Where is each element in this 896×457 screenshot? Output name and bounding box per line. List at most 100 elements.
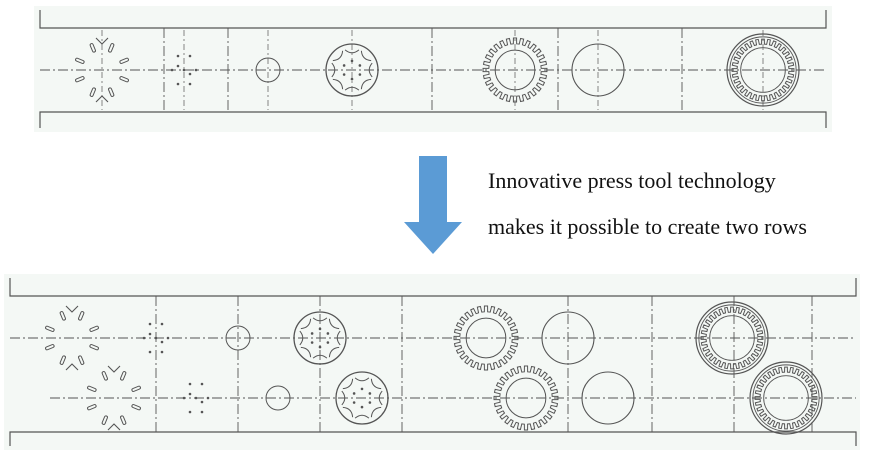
pilot-hole	[188, 392, 192, 396]
pilot-hole	[194, 68, 198, 72]
toothed-ring	[453, 305, 519, 371]
slot	[78, 355, 85, 365]
strip-panel	[34, 6, 832, 132]
slot	[101, 415, 108, 425]
rivet-hole	[368, 392, 372, 395]
rivet-hole	[368, 401, 372, 404]
flux-barrier	[360, 78, 372, 90]
pilot-hole	[160, 322, 164, 326]
pilot-holes	[170, 54, 198, 86]
rivet-hole	[342, 73, 346, 76]
flux-barrier	[378, 390, 383, 406]
rivet-hole	[310, 341, 314, 344]
slot	[89, 87, 96, 97]
pilot-hole	[148, 332, 152, 336]
pilot-hole	[170, 68, 174, 72]
rivet-hole	[310, 332, 314, 335]
strip-edge-top	[9, 278, 857, 297]
pilot-holes	[142, 322, 170, 354]
large-circle	[541, 311, 595, 365]
large-circle	[581, 371, 635, 425]
caption-line-2: makes it possible to create two rows	[488, 214, 807, 239]
flux-barrier	[354, 414, 370, 419]
pilot-hole	[160, 350, 164, 354]
stator-lamination	[726, 33, 800, 107]
v-mark	[95, 37, 109, 45]
stator-slots	[754, 366, 818, 430]
rotor-lamination	[293, 311, 347, 365]
toothed-ring	[482, 37, 548, 103]
tooth-outline	[493, 365, 559, 431]
pilot-hole	[206, 396, 210, 400]
pilot-hole	[160, 340, 164, 344]
slot	[75, 76, 85, 83]
rotor-outline	[335, 371, 389, 425]
arrow-shape	[404, 156, 462, 254]
pilot-hole	[142, 336, 146, 340]
stator-outer	[726, 33, 800, 107]
rivet-hole	[352, 392, 356, 395]
pilot-hole	[200, 410, 204, 414]
stator-outer	[749, 361, 823, 435]
slot	[89, 344, 99, 351]
pilot-hole	[188, 410, 192, 414]
rivet-hole	[318, 327, 322, 331]
slot	[108, 43, 115, 53]
flux-barrier	[336, 330, 341, 346]
rivet-hole	[352, 401, 356, 404]
rivet-hole	[350, 77, 354, 81]
flux-barrier	[344, 86, 360, 91]
slot	[89, 43, 96, 53]
pilot-holes	[182, 382, 210, 414]
rotor-outline	[293, 311, 347, 365]
stator-outer	[695, 301, 769, 375]
flux-barrier	[370, 406, 382, 418]
rivet-hole	[318, 345, 322, 349]
small-circle	[255, 57, 281, 83]
slot	[59, 311, 66, 321]
stator-slots	[700, 306, 764, 370]
pilot-hole	[188, 382, 192, 386]
tooth-outline	[453, 305, 519, 371]
pilot-hole	[176, 82, 180, 86]
slot	[45, 325, 55, 332]
slot	[131, 404, 141, 411]
small-circle	[225, 325, 251, 351]
stator-bore	[763, 375, 809, 421]
slot	[119, 57, 129, 64]
v-mark	[95, 95, 109, 103]
stator-lamination	[749, 361, 823, 435]
rivet-hole	[326, 341, 330, 344]
tooth-outline	[700, 306, 764, 370]
v-mark	[65, 305, 79, 313]
flux-barrier	[328, 318, 340, 330]
rotor-lamination	[325, 43, 379, 97]
v-mark	[107, 423, 121, 431]
tooth-outline	[754, 366, 818, 430]
slot	[119, 76, 129, 83]
flux-barrier	[370, 378, 382, 390]
flux-barrier	[342, 406, 354, 418]
stator-yoke	[752, 364, 820, 432]
flux-barrier	[300, 346, 312, 358]
v-mark	[65, 363, 79, 371]
rotor-outline	[325, 43, 379, 97]
slot	[89, 325, 99, 332]
slot	[87, 404, 97, 411]
flux-barrier	[331, 62, 336, 78]
stator-lamination	[695, 301, 769, 375]
rotor-lamination	[335, 371, 389, 425]
flux-barrier	[328, 346, 340, 358]
pilot-hole	[176, 54, 180, 58]
pilot-hole	[194, 396, 198, 400]
slot	[59, 355, 66, 365]
slot	[108, 87, 115, 97]
small-circle	[265, 385, 291, 411]
flux-barrier	[341, 390, 346, 406]
strip-edge-top	[39, 10, 827, 29]
flux-barrier	[300, 318, 312, 330]
tooth-outline	[731, 38, 795, 102]
v-mark	[107, 365, 121, 373]
